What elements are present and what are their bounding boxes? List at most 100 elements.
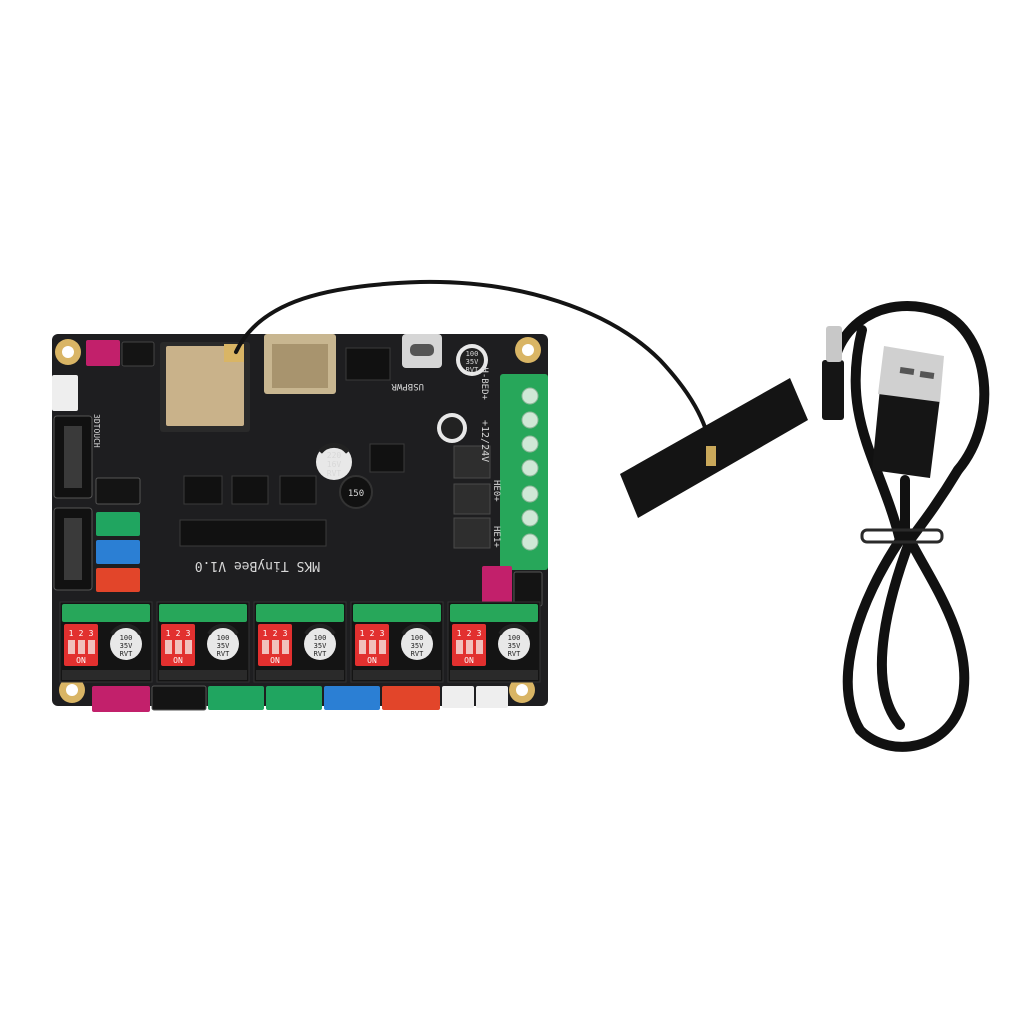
driver-capacitor-label: 35V <box>508 642 521 650</box>
connector-white-bottom-2 <box>476 686 508 708</box>
connector-green-bottom-1 <box>208 686 264 710</box>
mosfet-he0 <box>453 483 491 515</box>
driver-capacitor <box>207 628 239 660</box>
dip-number: 3 <box>477 629 482 638</box>
dip-number: 2 <box>79 629 84 638</box>
bed-label: -H-BED+ <box>479 362 489 401</box>
driver-capacitor <box>498 628 530 660</box>
dip-on-label: ON <box>173 656 183 665</box>
antenna-connector <box>706 446 716 466</box>
svg-text:RVT: RVT <box>327 469 342 478</box>
driver-terminal <box>62 604 150 622</box>
dip-number: 3 <box>89 629 94 638</box>
screw-terminal-block <box>500 374 548 570</box>
driver-terminal <box>256 604 344 622</box>
connector-magenta-right <box>482 566 512 606</box>
mosfet-bed <box>453 445 491 479</box>
driver-capacitor-label: 35V <box>314 642 327 650</box>
connector-blue-left <box>96 540 140 564</box>
connector-magenta-top <box>86 340 120 366</box>
connector-white-bottom-1 <box>442 686 474 708</box>
connector-black-left <box>95 477 141 505</box>
cable-tie <box>860 528 944 544</box>
he1-label: HE1+ <box>491 526 501 548</box>
usbpwr-label: USBPWR <box>391 381 424 391</box>
driver-capacitor-label: RVT <box>508 650 521 658</box>
dip-number: 3 <box>380 629 385 638</box>
capacitor-power <box>456 344 488 376</box>
dip-on-label: ON <box>464 656 474 665</box>
connector-blue-bottom <box>324 686 380 710</box>
dip-number: 3 <box>186 629 191 638</box>
driver-capacitor-label: RVT <box>411 650 424 658</box>
dip-number: 3 <box>283 629 288 638</box>
mounting-holes <box>55 337 541 703</box>
driver-capacitor <box>304 628 336 660</box>
driver-capacitor-label: 100 <box>217 634 230 642</box>
driver-capacitor-label: 100 <box>411 634 424 642</box>
dip-number: 2 <box>370 629 375 638</box>
chip-5 <box>369 443 405 473</box>
dip-on-label: ON <box>270 656 280 665</box>
svg-text:100: 100 <box>466 350 479 358</box>
driver-terminal <box>353 604 441 622</box>
driver-capacitor-label: 100 <box>508 634 521 642</box>
dip-number: 1 <box>166 629 171 638</box>
bottom-connectors <box>92 685 508 712</box>
connector-green-left <box>96 512 140 536</box>
dip-number: 2 <box>467 629 472 638</box>
controller-board: MKS TinyBee V1.0 +12/24V -H-BED+ HE0+ HE… <box>52 334 548 712</box>
he0-label: HE0+ <box>491 480 501 502</box>
driver-capacitor <box>401 628 433 660</box>
dip-number: 1 <box>360 629 365 638</box>
mosfet-he1 <box>453 517 491 549</box>
touch-label: 3DTOUCH <box>92 414 101 448</box>
antenna-cable <box>234 279 714 454</box>
connector-red-bottom <box>382 686 440 710</box>
dip-on-label: ON <box>367 656 377 665</box>
connector-red-left <box>96 568 140 592</box>
antenna-socket <box>224 344 244 362</box>
dip-number: 1 <box>457 629 462 638</box>
dip-number: 1 <box>69 629 74 638</box>
connector-magenta-bottom <box>92 686 150 712</box>
driver-capacitor-label: RVT <box>217 650 230 658</box>
capacitor-power-2 <box>437 413 467 443</box>
connector-black-top <box>121 341 155 367</box>
driver-capacitor-label: RVT <box>120 650 133 658</box>
dip-number: 2 <box>176 629 181 638</box>
svg-text:35V: 35V <box>466 358 479 366</box>
inductor-label: 150 <box>348 489 364 499</box>
svg-text:16V: 16V <box>327 460 342 469</box>
chip-1 <box>183 475 223 505</box>
chip-shift-register <box>179 519 327 547</box>
driver-terminal <box>159 604 247 622</box>
power-label: +12/24V <box>479 420 490 462</box>
driver-capacitor-label: 35V <box>217 642 230 650</box>
chip-4 <box>345 347 391 381</box>
connector-green-bottom-2 <box>266 686 322 710</box>
driver-terminal <box>450 604 538 622</box>
capacitor-main-label: 220 16V RVT <box>327 451 342 478</box>
driver-capacitor-label: 35V <box>120 642 133 650</box>
usb-a-plug <box>872 346 944 478</box>
driver-capacitor-label: RVT <box>314 650 327 658</box>
capacitor-power-label: 100 35V RVT <box>466 350 479 374</box>
capacitor-main <box>316 442 352 480</box>
driver-capacitor-label: 100 <box>120 634 133 642</box>
wifi-antenna <box>234 279 808 518</box>
connector-white-left <box>52 375 78 411</box>
dip-number: 2 <box>273 629 278 638</box>
svg-text:220: 220 <box>327 451 342 460</box>
chip-3 <box>279 475 317 505</box>
dip-number: 1 <box>263 629 268 638</box>
wifi-module-shield <box>166 346 244 426</box>
board-name-label: MKS TinyBee V1.0 <box>195 558 320 573</box>
driver-capacitor-label: 100 <box>314 634 327 642</box>
